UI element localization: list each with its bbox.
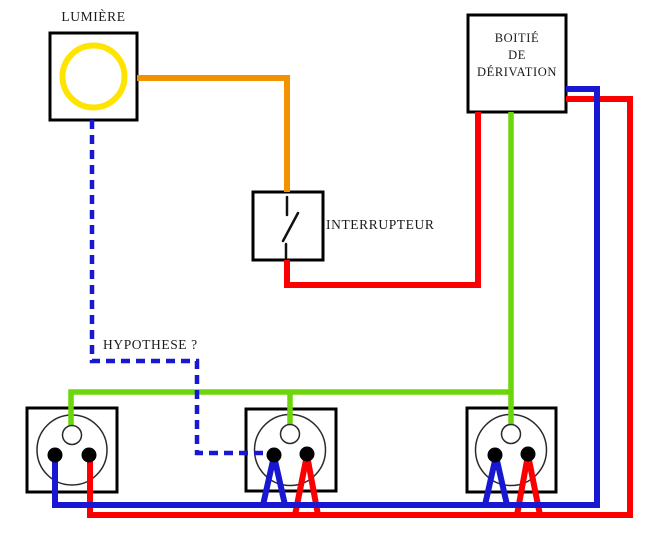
outlet-3-left-contact — [487, 447, 503, 463]
earth-pins — [61, 423, 522, 446]
junction-box-label: BOITIÉ DE DÉRIVATION — [468, 30, 566, 81]
socket-contacts — [47, 446, 536, 463]
junction-box-label-line3: DÉRIVATION — [476, 65, 558, 79]
light-label: LUMIÈRE — [61, 9, 126, 24]
outlet-3-earth-pin — [500, 423, 522, 445]
wire-light-to-switch — [137, 75, 290, 192]
junction-box-label-line1: BOITIÉ — [494, 31, 540, 45]
outlet-2-left-contact — [266, 447, 282, 463]
junction-box-label-line2: DE — [508, 48, 526, 62]
earth-wires — [68, 112, 514, 429]
live-main-wire — [87, 96, 633, 518]
outlet-1-earth-pin — [61, 424, 83, 446]
hypothesis-wire — [89, 120, 271, 456]
wire-switch-to-junction — [284, 112, 481, 288]
outlet-3-right-contact — [520, 446, 536, 462]
outlet-1-left-contact — [47, 447, 63, 463]
outlet-2-right-contact — [299, 446, 315, 462]
component-boxes — [25, 13, 568, 494]
switch-label: INTERRUPTEUR — [326, 217, 435, 232]
neutral-main-wire — [52, 86, 600, 508]
lamp-wire — [137, 75, 290, 192]
outlet-2-earth-pin — [279, 423, 301, 445]
junction-box — [466, 13, 568, 114]
outlet-1-box — [25, 406, 119, 494]
lamp-circle-icon — [59, 42, 128, 111]
hypothesis-label: HYPOTHESE ? — [103, 337, 198, 352]
earth-bus-wire — [68, 389, 511, 429]
switch-icon — [281, 195, 300, 260]
wire-light-to-outlet-2-dashed — [89, 120, 271, 456]
outlet-1-right-contact — [81, 447, 97, 463]
